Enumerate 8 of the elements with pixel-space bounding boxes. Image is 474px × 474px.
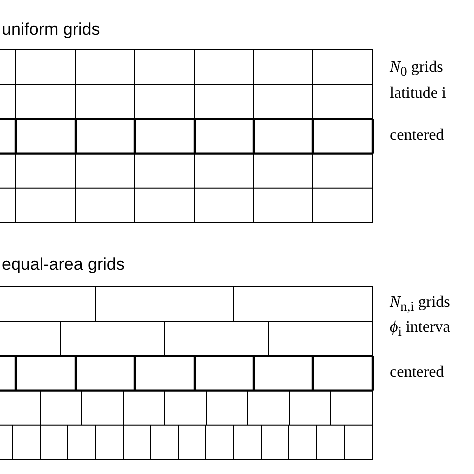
heading: equal-area grids: [2, 256, 125, 273]
annotation: latitude i: [390, 86, 446, 102]
annotation: centered: [390, 128, 444, 144]
annotation: N$_{n,i}$ grids: [390, 295, 450, 314]
annotation: ϕ$_{i}$ interva: [390, 320, 450, 339]
annotation: N$_{0}$ grids: [390, 60, 444, 79]
heading: uniform grids: [2, 21, 100, 38]
annotation: centered: [390, 365, 444, 381]
